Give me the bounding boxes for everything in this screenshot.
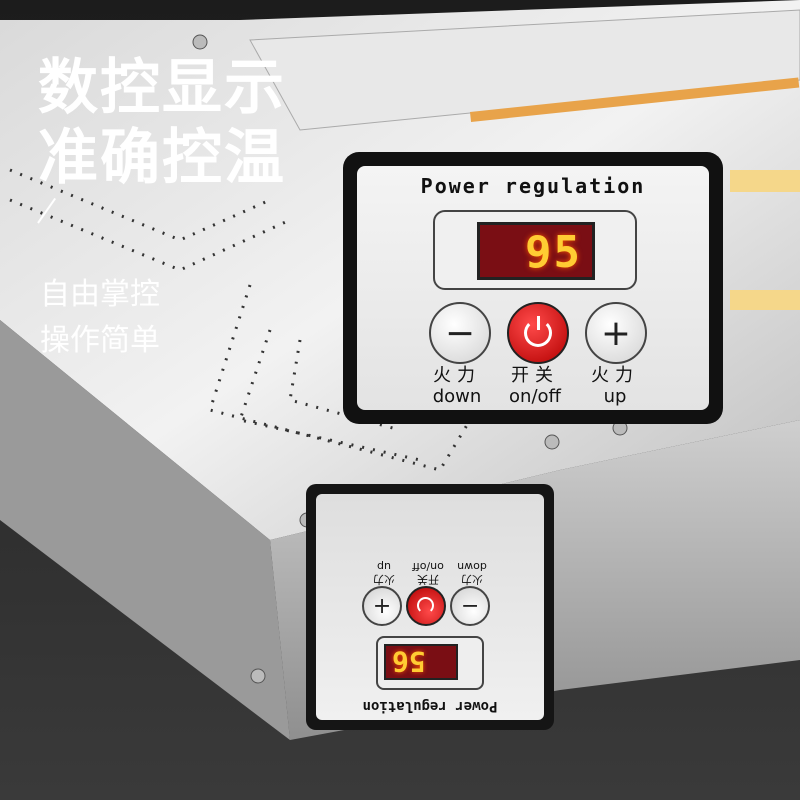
power-icon xyxy=(524,316,552,347)
up-label-en: up xyxy=(603,385,627,407)
lower-up-label-cn: 火力 xyxy=(373,573,395,586)
lower-display-frame: 56 xyxy=(376,636,484,690)
lower-on-off-button[interactable] xyxy=(406,586,446,626)
up-label-cn: 火力 xyxy=(591,365,639,386)
panel-title: Power regulation xyxy=(420,174,646,198)
headline-line-1: 数控显示 xyxy=(38,53,286,123)
led-display: 95 xyxy=(477,222,595,280)
power-up-button[interactable]: + xyxy=(585,302,647,364)
on-off-label-cn: 开关 xyxy=(511,365,559,386)
headline-line-2: 准确控温 xyxy=(38,123,286,193)
subline-line-1: 自由掌控 xyxy=(40,277,160,312)
down-label-en: down xyxy=(432,385,482,407)
display-frame: 95 xyxy=(433,210,637,290)
lower-panel-title: Power regulation xyxy=(362,698,498,714)
down-label: 火力 down xyxy=(417,365,497,407)
lower-up-label-en: up xyxy=(377,559,391,573)
power-down-button[interactable]: − xyxy=(429,302,491,364)
minus-icon: − xyxy=(460,593,480,619)
control-panel-main: Power regulation 95 − + 火力 down 开关 on/ xyxy=(343,152,723,424)
control-panel-face: Power regulation 95 − + 火力 down 开关 on/ xyxy=(357,166,709,410)
lower-power-up-button[interactable]: + xyxy=(362,586,402,626)
minus-icon: − xyxy=(444,312,476,354)
plus-icon: + xyxy=(600,312,632,354)
on-off-button[interactable] xyxy=(507,302,569,364)
up-label: 火力 up xyxy=(575,365,655,407)
lower-up-label: 火力 up xyxy=(358,560,410,586)
down-label-cn: 火力 xyxy=(433,365,481,386)
lower-power-down-button[interactable]: − xyxy=(450,586,490,626)
on-off-label: 开关 on/off xyxy=(495,365,575,407)
display-value: 95 xyxy=(525,227,582,278)
lower-led-display: 56 xyxy=(384,644,458,680)
control-panel-lower-face: Power regulation 56 − + 火力 down 开关 on/ xyxy=(316,494,544,720)
on-off-label-en: on/off xyxy=(509,385,561,407)
subline-line-2: 操作简单 xyxy=(40,323,160,358)
control-panel-lower: Power regulation 56 − + 火力 down 开关 on/ xyxy=(306,484,554,730)
plus-icon: + xyxy=(372,593,392,619)
lower-display-value: 56 xyxy=(392,645,426,678)
power-icon xyxy=(417,597,435,615)
